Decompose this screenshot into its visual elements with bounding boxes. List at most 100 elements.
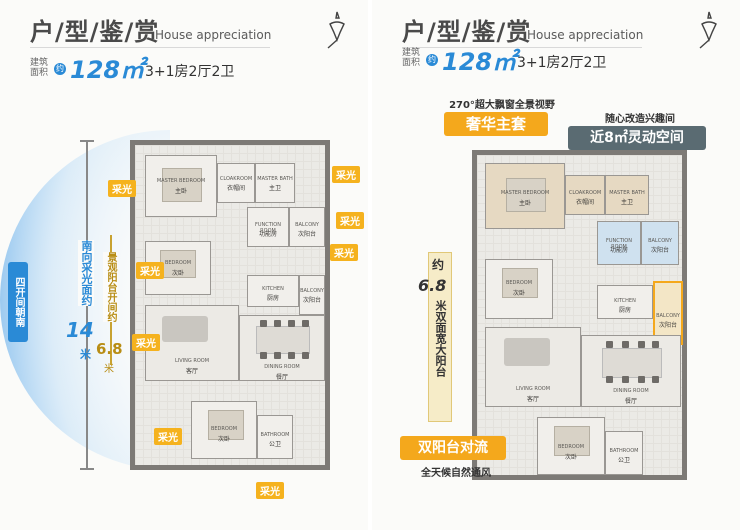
dual-balcony-badge: 双阳台对流 [400,436,506,460]
balcony-span-text: 景观阳台开间约 [103,252,118,322]
side-text: 米双面宽大阳台 [434,300,447,377]
cloakroom-right-en: CLOAKROOM [568,190,602,196]
second-bedroom-right: BEDROOM 次卧 [485,259,553,319]
sun-label-2: 采光 [332,166,360,183]
dining-room-right-en: DINING ROOM [613,388,649,394]
third-bedroom-en: BEDROOM [210,426,238,432]
function-room-right: FUNCTION ROOM 功能房 [597,221,641,265]
area-badge-right: 约 [426,54,438,66]
luxury-suite-badge: 奢华主套 [444,112,548,136]
balcony-upper-right-en: BALCONY [648,238,672,244]
dining-room-en: DINING ROOM [264,364,300,370]
kitchen-cn: 厨房 [266,295,279,302]
balcony-side-band [428,252,452,422]
master-bedroom-right-cn: 主卧 [518,200,531,207]
sun-label-5: 采光 [330,244,358,261]
area-label-right: 建筑面积 [402,48,421,68]
balcony-upper-right-cn: 次阳台 [650,247,669,254]
balcony-lower-cn: 次阳台 [302,297,321,304]
dining-room-right-cn: 餐厅 [624,398,637,405]
layout-text-right: 3+1房2厅2卫 [517,55,607,71]
living-room-right: LIVING ROOM 客厅 [485,327,581,407]
master-bath-cn: 主卫 [268,185,281,192]
master-bath: MASTER BATH 主卫 [255,163,295,203]
area-badge: 约 [54,63,66,75]
master-bath-right: MASTER BATH 主卫 [605,175,649,215]
living-room-en: LIVING ROOM [174,358,210,364]
side-approx: 约 [432,258,445,272]
title-divider [30,47,270,48]
side-value: 6.8 [418,276,447,295]
bathroom-right: BATHROOM 公卫 [605,431,643,475]
balcony-lower-right-cn: 次阳台 [658,322,677,329]
balcony-upper-en: BALCONY [295,222,319,228]
brand-logo-icon-right [699,11,717,49]
area-value: 128㎡ [70,56,145,84]
second-bedroom-right-en: BEDROOM [505,280,533,286]
third-bedroom-cn: 次卧 [217,436,230,443]
balcony-lower: BALCONY 次阳台 [299,275,325,315]
master-bedroom: MASTER BEDROOM 主卧 [145,155,217,217]
balcony-upper: BALCONY 次阳台 [289,207,325,247]
master-bedroom-right: MASTER BEDROOM 主卧 [485,163,565,229]
second-bedroom-en: BEDROOM [164,260,192,266]
balcony-upper-right: BALCONY 次阳台 [641,221,679,265]
area-label: 建筑面积 [30,58,49,78]
master-bedroom-cn: 主卧 [174,188,187,195]
master-bath-en: MASTER BATH [257,176,293,182]
south-light-value: 14 [66,318,94,342]
function-room: FUNCTION ROOM 功能房 [247,207,289,247]
sun-label-6: 采光 [132,334,160,351]
third-bedroom-right-cn: 次卧 [564,454,577,461]
sun-label-8: 采光 [256,482,284,499]
kitchen-en: KITCHEN [262,286,284,292]
dining-room: DINING ROOM 餐厅 [239,315,325,381]
function-room-en: FUNCTION ROOM [255,222,281,234]
floor-plan-left: MASTER BEDROOM 主卧 CLOAKROOM 衣帽间 MASTER B… [130,140,330,470]
title-divider-right [402,47,642,48]
master-bath-right-en: MASTER BATH [609,190,645,196]
page-title-en-right: House appreciation [527,28,644,42]
page-title-right: 户/型/鉴/赏 [402,18,532,46]
bathroom: BATHROOM 公卫 [257,415,293,459]
area-value-right: 128㎡ [442,48,517,76]
second-bedroom-right-cn: 次卧 [512,290,525,297]
cloakroom: CLOAKROOM 衣帽间 [217,163,255,203]
page-title: 户/型/鉴/赏 [30,18,160,46]
four-bay-south-label: 四开间朝南 [8,262,28,342]
bathroom-right-en: BATHROOM [609,448,639,454]
second-bedroom-cn: 次卧 [171,270,184,277]
function-room-right-cn: 功能房 [609,247,628,254]
living-room-right-cn: 客厅 [526,396,539,403]
third-bedroom-right: BEDROOM 次卧 [537,417,605,475]
cloakroom-right: CLOAKROOM 衣帽间 [565,175,605,215]
function-room-cn: 功能房 [258,231,277,238]
brand-logo-icon [327,11,345,49]
south-light-text: 南向采光面约 [78,240,94,306]
living-room-cn: 客厅 [185,368,198,375]
sun-label-1: 采光 [108,180,136,197]
balcony-span-unit: 米 [104,364,114,375]
third-bedroom: BEDROOM 次卧 [191,401,257,459]
kitchen-right: KITCHEN 厨房 [597,285,653,319]
layout-text: 3+1房2厅2卫 [145,64,235,80]
kitchen-right-cn: 厨房 [618,307,631,314]
bathroom-cn: 公卫 [268,441,281,448]
master-bedroom-en: MASTER BEDROOM [156,178,206,184]
view-caption: 270°超大飘窗全景视野 [449,100,555,111]
cloakroom-en: CLOAKROOM [219,176,253,182]
dual-balcony-caption: 全天候自然通风 [421,468,491,479]
measure-cap-bottom [80,468,94,470]
balcony-lower-right-en: BALCONY [656,313,680,319]
bathroom-en: BATHROOM [260,432,290,438]
sun-label-3: 采光 [336,212,364,229]
function-room-right-en: FUNCTION ROOM [606,238,632,250]
kitchen: KITCHEN 厨房 [247,275,299,307]
kitchen-right-en: KITCHEN [614,298,636,304]
flex-space-caption: 随心改造兴趣间 [605,114,675,125]
cloakroom-cn: 衣帽间 [226,185,245,192]
master-bath-right-cn: 主卫 [620,199,633,206]
left-panel: 户/型/鉴/赏 House appreciation 建筑面积 约 128㎡ 3… [0,0,368,530]
second-bedroom: BEDROOM 次卧 [145,241,211,295]
sun-label-4: 采光 [136,262,164,279]
